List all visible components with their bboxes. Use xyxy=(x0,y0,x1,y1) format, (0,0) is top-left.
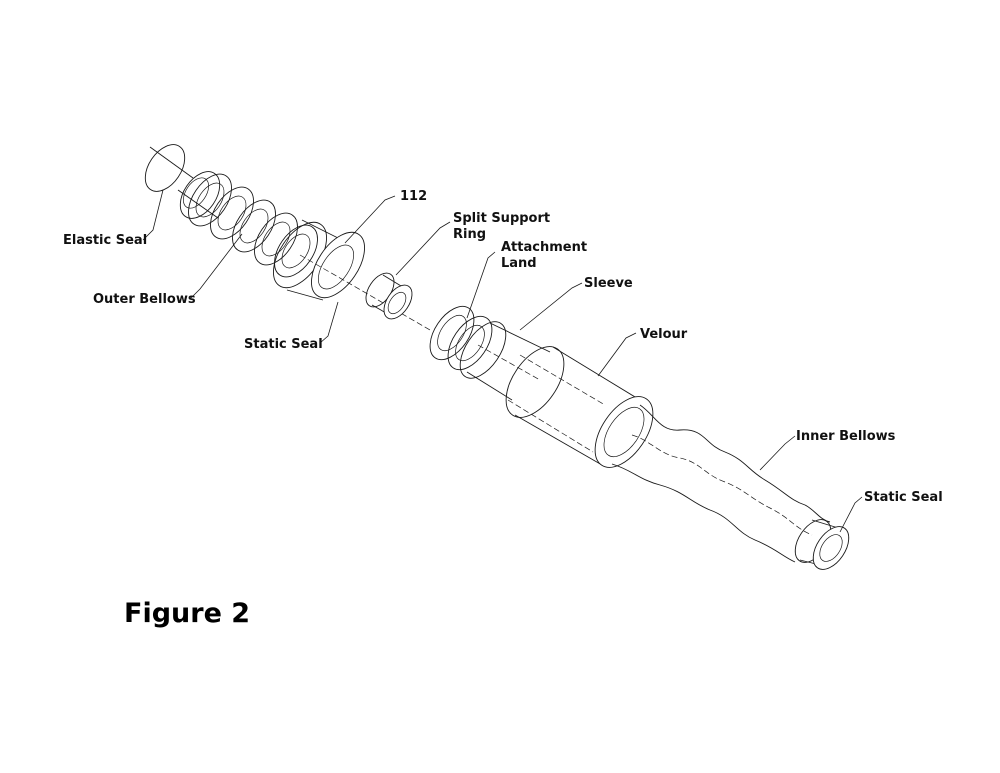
label-velour: Velour xyxy=(640,327,688,342)
elastic-seal-part xyxy=(144,144,221,219)
label-attachment-land-line1: Attachment xyxy=(501,240,587,255)
static-seal-right-part xyxy=(794,519,850,570)
label-static-seal-left: Static Seal xyxy=(244,337,323,352)
sleeve-part xyxy=(459,321,551,401)
velour-part xyxy=(505,346,654,468)
label-split-support-ring-line1: Split Support xyxy=(453,211,550,226)
label-attachment-land-line2: Land xyxy=(501,256,537,271)
label-outer-bellows: Outer Bellows xyxy=(93,292,196,307)
outer-bellows-part xyxy=(188,173,318,278)
label-sleeve: Sleeve xyxy=(584,276,633,291)
leader-lines xyxy=(142,189,863,533)
inner-bellows-part xyxy=(611,404,831,563)
label-elastic-seal: Elastic Seal xyxy=(63,233,147,248)
label-112: 112 xyxy=(400,189,427,204)
label-static-seal-right: Static Seal xyxy=(864,490,943,505)
figure-title: Figure 2 xyxy=(124,598,250,629)
static-seal-112-part xyxy=(273,219,431,331)
label-split-support-ring-line2: Ring xyxy=(453,227,486,242)
label-inner-bellows: Inner Bellows xyxy=(796,429,896,444)
split-support-ring-part xyxy=(365,272,413,320)
attachment-land-part xyxy=(429,305,493,371)
